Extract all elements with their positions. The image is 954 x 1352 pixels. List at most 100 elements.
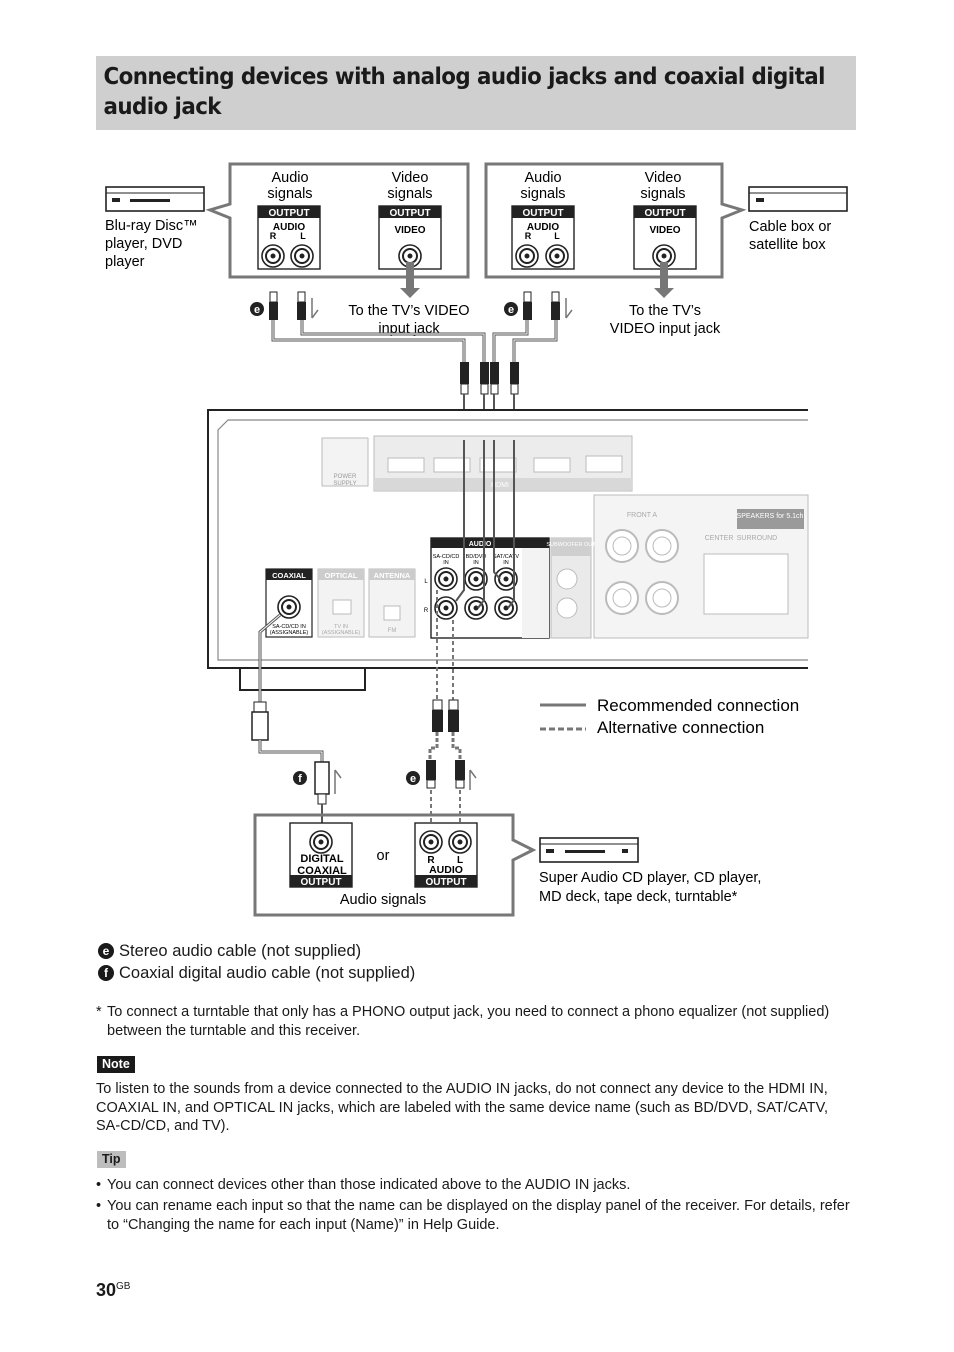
- right-audio-signals-1: Audio: [524, 170, 561, 186]
- tip-item: You can rename each input so that the na…: [96, 1197, 856, 1235]
- left-output-box: [205, 162, 470, 279]
- left-r: R: [270, 231, 277, 241]
- tip-item: You can connect devices other than those…: [96, 1176, 856, 1195]
- cable-legend-text-e: Stereo audio cable (not supplied): [119, 941, 362, 960]
- coax-jack-label-1: SA-CD/CD IN: [272, 624, 306, 630]
- power-supply-2: SUPPLY: [333, 481, 356, 487]
- left-l: L: [300, 231, 306, 241]
- right-video-output: OUTPUT: [644, 208, 685, 219]
- legend-alternative: Alternative connection: [597, 718, 764, 737]
- alternative-cables: [436, 590, 454, 700]
- cable-legend-item-e: e Stereo audio cable (not supplied): [98, 940, 415, 962]
- left-video-signals-1: Video: [392, 170, 429, 186]
- left-audio-signals-1: Audio: [271, 170, 308, 186]
- bluray-player-icon: [105, 186, 205, 212]
- sat-catv-in-in: IN: [503, 560, 509, 566]
- bd-dvd-in-in: IN: [473, 560, 479, 566]
- subwoofer-out-label: SUBWOOFER OUT: [546, 542, 596, 548]
- right-audio-output: OUTPUT: [522, 208, 563, 219]
- bd-dvd-in-label: BD/DVD: [466, 554, 487, 560]
- bottom-output-box: DIGITAL COAXIAL OUTPUT or R L AUDIO OUTP…: [253, 813, 537, 917]
- cable-label-2: satellite box: [749, 237, 826, 253]
- bluray-label-2: player, DVD: [105, 236, 182, 252]
- audio-l-label: L: [424, 579, 428, 585]
- right-video-signals-2: signals: [640, 186, 685, 202]
- antenna-label: ANTENNA: [374, 571, 411, 580]
- right-l: L: [554, 231, 560, 241]
- audio-in-label: AUDIO: [469, 541, 492, 548]
- cable-label-1: Cable box or: [749, 219, 831, 235]
- coaxial-label: COAXIAL: [272, 571, 306, 580]
- optical-label: OPTICAL: [325, 571, 358, 580]
- sacd-label-1: Super Audio CD player, CD player,: [539, 870, 761, 886]
- bottom-audio: AUDIO: [429, 864, 463, 876]
- cable-legend-text-f: Coaxial digital audio cable (not supplie…: [119, 963, 416, 982]
- right-audio-signals-2: signals: [520, 186, 565, 202]
- cable-legend: e Stereo audio cable (not supplied) f Co…: [98, 940, 415, 984]
- title-bar: Connecting devices with analog audio jac…: [96, 56, 856, 130]
- marker-e-top-left: e: [254, 304, 260, 316]
- cable-legend-item-f: f Coaxial digital audio cable (not suppl…: [98, 962, 415, 984]
- bottom-audio-output: OUTPUT: [425, 877, 466, 888]
- marker-e-bottom: e: [410, 773, 416, 785]
- surround-label: SURROUND: [737, 535, 777, 542]
- page-title: Connecting devices with analog audio jac…: [103, 64, 825, 120]
- sat-catv-in-label: SAT/CATV: [493, 554, 519, 560]
- center-label: CENTER: [705, 535, 734, 542]
- bottom-coax-output: OUTPUT: [300, 877, 341, 888]
- right-output-box: [484, 162, 747, 279]
- rca-plugs-receiver: [460, 362, 519, 395]
- note-label: Note: [97, 1056, 135, 1073]
- power-supply-1: POWER: [334, 474, 357, 480]
- bottom-r: R: [427, 855, 435, 866]
- tv-in-2: (ASSIGNABLE): [322, 630, 361, 636]
- left-video-text: VIDEO: [394, 225, 425, 236]
- left-audio-output: OUTPUT: [268, 208, 309, 219]
- left-audio-text: AUDIO: [273, 222, 305, 233]
- hdmi-label: HDMI: [491, 482, 509, 489]
- page-number-value: 30: [96, 1280, 117, 1300]
- page-number-suffix: GB: [116, 1281, 131, 1292]
- tv-in-1: TV IN: [334, 624, 348, 630]
- sacd-label-2: MD deck, tape deck, turntable*: [539, 889, 738, 905]
- coaxial-cable: f: [251, 613, 342, 830]
- cable-box-icon: [748, 186, 848, 212]
- left-video-signals-2: signals: [387, 186, 432, 202]
- fm-label: FM: [388, 628, 397, 634]
- sacd-in-in: IN: [443, 560, 449, 566]
- audio-r-label: R: [424, 608, 429, 614]
- cable-e-right: e: [504, 291, 573, 320]
- tv-video-right-1: To the TV’s: [629, 303, 701, 319]
- marker-f-icon: f: [98, 965, 114, 981]
- bottom-or: or: [377, 848, 390, 864]
- left-video-output: OUTPUT: [389, 208, 430, 219]
- marker-f: f: [298, 773, 302, 785]
- page-number: 30GB: [96, 1280, 130, 1301]
- tv-video-right-2: VIDEO input jack: [610, 321, 721, 337]
- footnote-star: *: [96, 1004, 102, 1020]
- left-audio-signals-2: signals: [267, 186, 312, 202]
- tip-label: Tip: [97, 1151, 126, 1168]
- bottom-digital: DIGITAL: [300, 853, 343, 865]
- speakers-label: SPEAKERS for 5.1ch: [737, 513, 804, 520]
- bottom-l: L: [457, 855, 463, 866]
- receiver-rear-panel: POWER SUPPLY HDMI SPEAKERS for 5.1ch FRO…: [207, 409, 809, 691]
- coax-jack-label-2: (ASSIGNABLE): [270, 630, 309, 636]
- bluray-label-1: Blu-ray Disc™: [105, 218, 198, 234]
- bluray-label-3: player: [105, 254, 145, 270]
- sacd-in-label: SA-CD/CD: [433, 554, 460, 560]
- sacd-player-icon: [539, 837, 639, 863]
- footnote: * To connect a turntable that only has a…: [96, 1003, 856, 1041]
- front-a-label: FRONT A: [627, 512, 658, 519]
- connection-legend: Recommended connection Alternative conne…: [540, 696, 799, 737]
- right-r: R: [525, 231, 532, 241]
- cable-e-left: e: [250, 291, 319, 320]
- marker-e-top-right: e: [508, 304, 514, 316]
- bottom-coaxial: COAXIAL: [297, 865, 347, 877]
- legend-recommended: Recommended connection: [597, 696, 799, 715]
- right-video-text: VIDEO: [649, 225, 680, 236]
- connection-diagram: Blu-ray Disc™ player, DVD player Audio s…: [105, 162, 848, 917]
- bottom-audio-signals: Audio signals: [340, 892, 426, 908]
- right-audio-text: AUDIO: [527, 222, 559, 233]
- footnote-text: To connect a turntable that only has a P…: [107, 1004, 830, 1039]
